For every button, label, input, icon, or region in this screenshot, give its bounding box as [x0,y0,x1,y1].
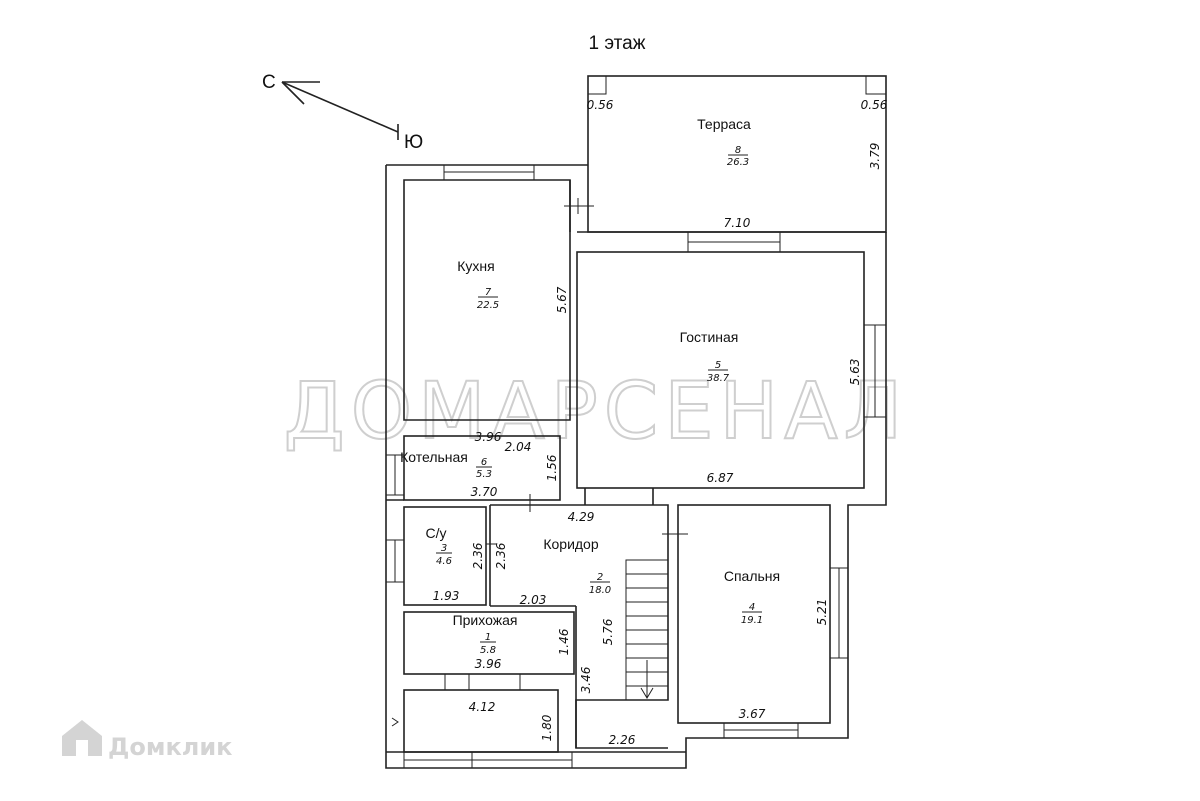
room-area: 4.6 [436,556,452,567]
room-fraction-boiler: 6 5.3 [476,457,492,480]
dim-hall-width: 3.96 [475,657,502,671]
doors [391,198,688,768]
plan-title: 1 этаж [589,33,646,54]
room-fraction-wc: 3 4.6 [436,543,452,567]
room-number: 7 [485,287,492,298]
room-area: 5.3 [476,469,492,480]
room-number: 8 [735,145,741,156]
room-area: 5.8 [480,645,496,656]
room-fraction-bedroom: 4 19.1 [741,602,763,626]
dim-hall-depth: 1.46 [557,628,571,655]
room-area: 22.5 [477,300,499,311]
room-area: 26.3 [727,157,749,168]
room-fraction-corridor: 2 18.0 [589,572,611,596]
dim-wc-width: 1.93 [433,589,460,603]
stairs [625,559,669,701]
dim-porch-width: 4.12 [469,700,496,714]
room-name-wc: С/у [426,525,447,541]
dim-corridor-depth: 5.76 [601,618,615,645]
room-number: 2 [597,572,603,583]
dim-terrace-post-right: 0.56 [861,98,888,112]
dim-bedroom-depth: 5.21 [815,599,829,626]
compass-south-label: Ю [404,132,423,153]
room-number: 5 [715,360,721,371]
dim-corridor-left: 2.36 [494,542,508,569]
room-name-living: Гостиная [680,329,739,345]
room-number: 3 [441,543,447,554]
room-name-corridor: Коридор [543,536,599,552]
dim-terrace-depth: 3.79 [868,143,882,170]
room-fraction-living: 5 38.7 [707,360,730,384]
room-area: 38.7 [707,373,730,384]
dim-porch-depth: 1.80 [540,714,554,741]
dim-living-width: 6.87 [707,471,734,485]
windows [385,164,887,769]
dim-bedroom-width: 3.67 [739,707,766,721]
dim-corridor-mid: 2.03 [520,593,547,607]
dim-terrace-post-left: 0.56 [587,98,614,112]
dim-living-depth: 5.63 [848,359,862,386]
room-fraction-hall: 1 5.8 [480,632,496,656]
dim-wc-depth: 2.36 [471,542,485,569]
brand-name: Домклик [108,733,232,761]
dim-kitchen-width: 3.96 [475,430,502,444]
compass-north-label: С [262,72,276,93]
room-name-boiler: Котельная [400,449,468,465]
compass-arrow [281,81,399,140]
room-area: 19.1 [741,615,763,626]
room-name-bedroom: Спальня [724,568,780,584]
room-name-kitchen: Кухня [457,258,494,274]
room-number: 4 [749,602,755,613]
room-fraction-terrace: 8 26.3 [727,145,749,168]
room-number: 1 [485,632,491,643]
room-area: 18.0 [589,585,611,596]
dim-terrace-width: 7.10 [724,216,751,230]
dim-stairs-width: 2.26 [609,733,636,747]
room-name-terrace: Терраса [697,116,751,132]
dim-boiler-top: 2.04 [505,440,532,454]
dim-kitchen-depth: 5.67 [555,286,569,313]
dim-boiler-width: 3.70 [471,485,498,499]
watermark-text: ДОМАРСЕНАЛ [284,367,908,457]
brand-logo [62,720,102,756]
room-name-hall: Прихожая [453,612,518,628]
room-fraction-kitchen: 7 22.5 [477,287,499,311]
dim-boiler-depth: 1.56 [545,454,559,481]
room-number: 6 [481,457,487,468]
dim-corridor-top: 4.29 [568,510,595,524]
dim-stairs-depth: 3.46 [579,666,593,693]
